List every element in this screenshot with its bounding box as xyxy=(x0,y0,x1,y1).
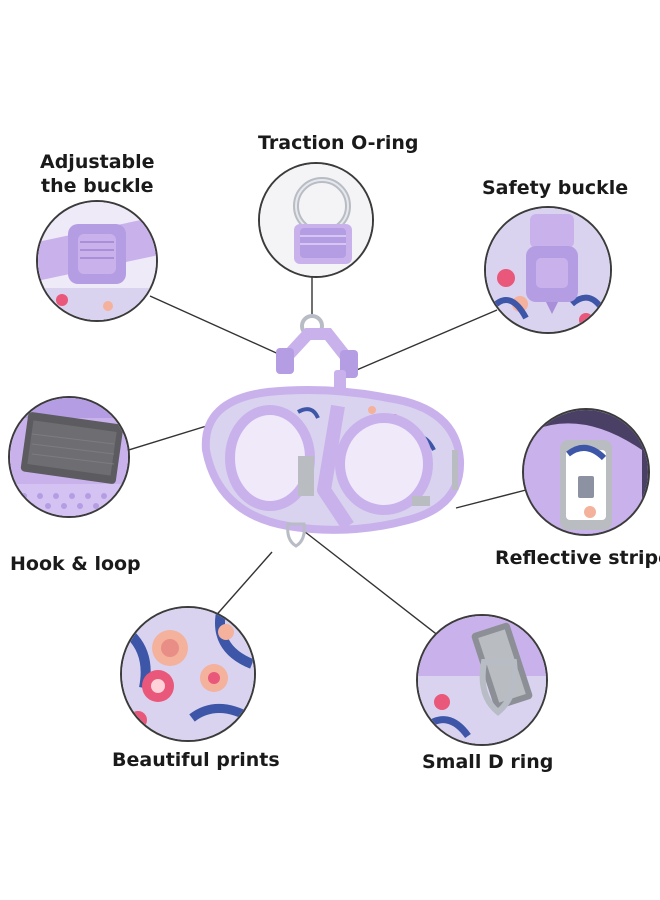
leader-reflective xyxy=(455,489,527,509)
safety-buckle-closeup-icon xyxy=(484,206,612,334)
label-traction-o-ring: Traction O-ring xyxy=(258,132,419,154)
label-safety-buckle: Safety buckle xyxy=(482,177,629,199)
leader-safety-buckle xyxy=(351,309,498,373)
reflective-stripe-closeup-icon xyxy=(522,408,650,536)
harness-product-icon xyxy=(201,314,465,548)
o-ring-closeup-icon xyxy=(258,162,374,278)
leader-adjustable-buckle xyxy=(149,295,284,357)
label-adjustable-line1: Adjustable xyxy=(40,151,155,173)
label-beautiful-prints: Beautiful prints xyxy=(112,749,280,771)
label-adjustable-line2: the buckle xyxy=(41,175,154,197)
label-adjustable-buckle: Adjustable the buckle xyxy=(40,150,155,198)
adjustable-buckle-closeup-icon xyxy=(36,200,158,322)
leader-d-ring xyxy=(299,527,445,641)
hook-loop-closeup-icon xyxy=(8,396,130,518)
label-hook-and-loop: Hook & loop xyxy=(10,553,141,575)
floral-print-closeup-icon xyxy=(120,606,256,742)
label-reflective-stripe: Reflective stripe xyxy=(495,547,660,569)
leader-prints xyxy=(211,551,273,621)
label-small-d-ring: Small D ring xyxy=(422,751,554,773)
d-ring-closeup-icon xyxy=(416,614,548,746)
